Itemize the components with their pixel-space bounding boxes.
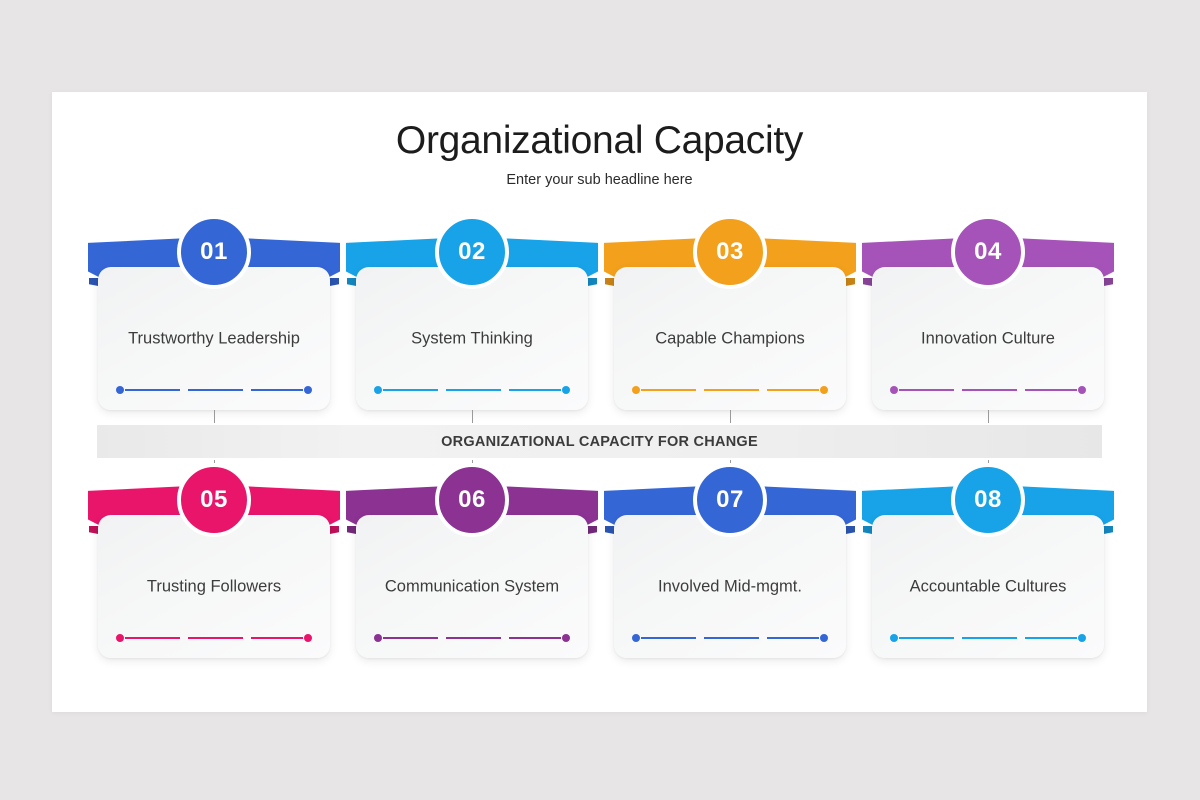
- underline-dot-left: [116, 386, 124, 394]
- card-body[interactable]: Communication System: [356, 515, 588, 658]
- underline-dot-left: [374, 634, 382, 642]
- underline-dot-right: [562, 634, 570, 642]
- underline-bar: [641, 389, 819, 391]
- card-label: Trusting Followers: [146, 576, 282, 595]
- card-body[interactable]: Trusting Followers: [98, 515, 330, 658]
- underline-dot-left: [374, 386, 382, 394]
- card-label: Trustworthy Leadership: [128, 328, 300, 347]
- card-number-badge[interactable]: 03: [693, 215, 767, 289]
- underline-bar: [641, 637, 819, 639]
- underline-dot-left: [116, 634, 124, 642]
- card-number-badge[interactable]: 05: [177, 463, 251, 537]
- underline-dot-right: [820, 634, 828, 642]
- card-underline: [890, 634, 1086, 642]
- card-label: Accountable Cultures: [909, 576, 1067, 595]
- connector-tick-up-2: [472, 410, 473, 423]
- card-number-badge[interactable]: 06: [435, 463, 509, 537]
- underline-bar: [383, 389, 561, 391]
- card-body[interactable]: Innovation Culture: [872, 267, 1104, 410]
- connector-tick-up-4: [988, 410, 989, 423]
- underline-bar: [125, 389, 303, 391]
- card-underline: [374, 634, 570, 642]
- capacity-card[interactable]: Communication System 06: [346, 463, 598, 658]
- card-number-badge[interactable]: 08: [951, 463, 1025, 537]
- underline-dot-left: [890, 634, 898, 642]
- underline-dot-right: [562, 386, 570, 394]
- card-body[interactable]: Capable Champions: [614, 267, 846, 410]
- card-body[interactable]: Accountable Cultures: [872, 515, 1104, 658]
- card-number-badge[interactable]: 04: [951, 215, 1025, 289]
- capacity-card[interactable]: Trustworthy Leadership 01: [88, 215, 340, 410]
- capacity-card[interactable]: Capable Champions 03: [604, 215, 856, 410]
- slide-surface: Organizational Capacity Enter your sub h…: [52, 92, 1147, 712]
- card-label: Innovation Culture: [921, 328, 1055, 347]
- page-title: Organizational Capacity: [395, 119, 804, 162]
- underline-bar: [899, 389, 1077, 391]
- page-subtitle: Enter your sub headline here: [506, 171, 693, 188]
- capacity-card[interactable]: System Thinking 02: [346, 215, 598, 410]
- center-band: ORGANIZATIONAL CAPACITY FOR CHANGE: [97, 425, 1102, 458]
- underline-bar: [383, 637, 561, 639]
- card-label: Involved Mid-mgmt.: [658, 576, 802, 595]
- connector-tick-up-1: [214, 410, 215, 423]
- capacity-card[interactable]: Accountable Cultures 08: [862, 463, 1114, 658]
- card-body[interactable]: Involved Mid-mgmt.: [614, 515, 846, 658]
- underline-bar: [899, 637, 1077, 639]
- card-number-badge[interactable]: 02: [435, 215, 509, 289]
- card-underline: [632, 634, 828, 642]
- capacity-card[interactable]: Involved Mid-mgmt. 07: [604, 463, 856, 658]
- underline-dot-left: [632, 386, 640, 394]
- connector-tick-up-3: [730, 410, 731, 423]
- underline-dot-right: [1078, 386, 1086, 394]
- card-label: Capable Champions: [655, 328, 805, 347]
- underline-dot-right: [304, 386, 312, 394]
- capacity-card[interactable]: Trusting Followers 05: [88, 463, 340, 658]
- card-label: Communication System: [384, 576, 560, 595]
- card-underline: [116, 386, 312, 394]
- card-underline: [890, 386, 1086, 394]
- heading-block: Organizational Capacity Enter your sub h…: [52, 119, 1147, 188]
- card-label: System Thinking: [411, 328, 533, 347]
- underline-dot-right: [304, 634, 312, 642]
- capacity-card[interactable]: Innovation Culture 04: [862, 215, 1114, 410]
- card-underline: [632, 386, 828, 394]
- card-body[interactable]: System Thinking: [356, 267, 588, 410]
- center-band-label: ORGANIZATIONAL CAPACITY FOR CHANGE: [441, 433, 758, 450]
- card-number-badge[interactable]: 01: [177, 215, 251, 289]
- underline-dot-right: [1078, 634, 1086, 642]
- card-underline: [374, 386, 570, 394]
- underline-dot-left: [890, 386, 898, 394]
- card-number-badge[interactable]: 07: [693, 463, 767, 537]
- underline-dot-right: [820, 386, 828, 394]
- underline-dot-left: [632, 634, 640, 642]
- card-body[interactable]: Trustworthy Leadership: [98, 267, 330, 410]
- underline-bar: [125, 637, 303, 639]
- card-underline: [116, 634, 312, 642]
